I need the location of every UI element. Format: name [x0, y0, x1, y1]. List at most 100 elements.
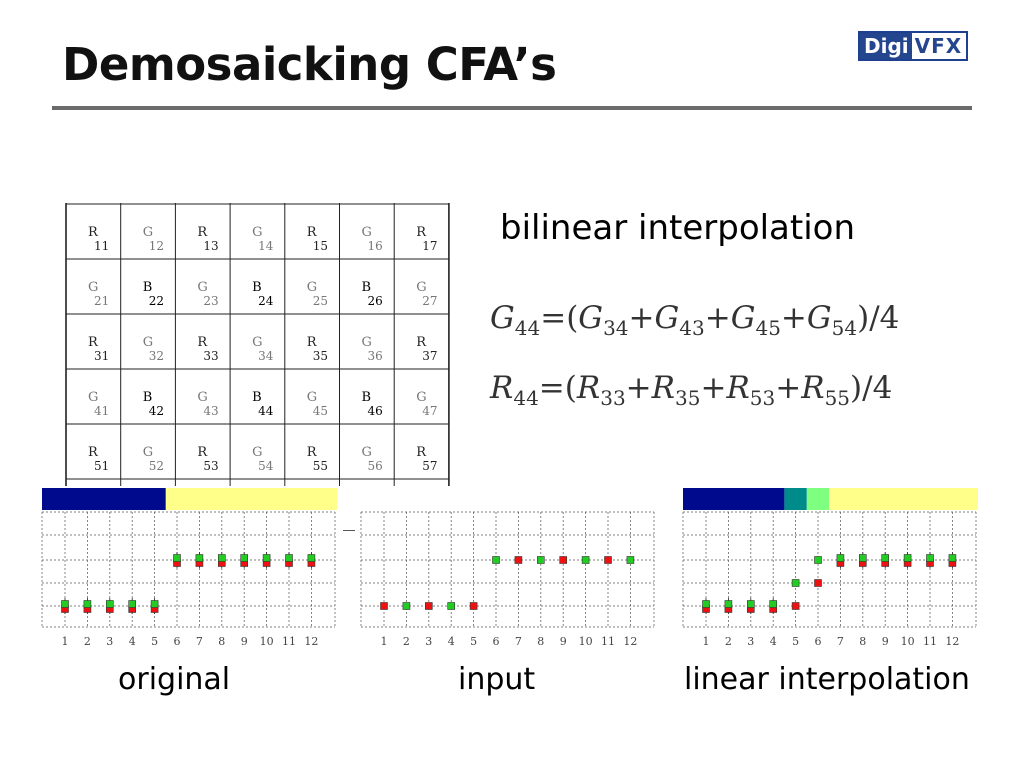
cfa-cell-11: R11	[88, 225, 109, 253]
x-tick-label: 4	[770, 635, 777, 648]
x-tick-label: 6	[493, 635, 500, 648]
x-tick-label: 1	[703, 635, 710, 648]
eq-term-sub: 55	[824, 386, 851, 410]
separator-dash	[343, 530, 355, 531]
cfa-cell-number: 22	[149, 294, 164, 308]
green-channel-point	[791, 579, 800, 587]
cfa-cell-35: R35	[307, 335, 328, 363]
x-tick-label: 10	[579, 635, 593, 648]
cfa-cell-number: 32	[149, 349, 164, 363]
cfa-cell-letter: G	[252, 225, 262, 240]
cfa-cell-55: R55	[307, 445, 328, 473]
green-channel-point	[262, 554, 271, 562]
eq-term: R	[726, 370, 750, 406]
green-channel-point	[814, 556, 822, 564]
x-tick-label: 10	[260, 635, 274, 648]
cfa-cell-letter: R	[307, 225, 318, 240]
green-channel-point	[402, 602, 411, 610]
eq-term: R	[801, 370, 825, 406]
x-tick-label: 9	[882, 635, 889, 648]
cfa-cell-letter: G	[252, 335, 262, 350]
cfa-cell-number: 23	[203, 294, 218, 308]
x-tick-label: 12	[623, 635, 637, 648]
green-channel-point	[61, 600, 69, 608]
cfa-cell-letter: B	[252, 390, 262, 405]
cfa-cell-letter: B	[143, 390, 153, 405]
cfa-cell-number: 43	[203, 404, 218, 418]
cfa-cell-number: 17	[422, 239, 437, 253]
cfa-cell-number: 44	[258, 404, 274, 418]
cfa-cell-number: 46	[368, 404, 383, 418]
green-channel-point	[724, 600, 733, 608]
cfa-cell-letter: R	[197, 225, 208, 240]
cfa-cell-21: G21	[88, 280, 109, 308]
green-channel-point	[702, 600, 710, 608]
cfa-cell-number: 26	[368, 294, 383, 308]
cfa-cell-number: 51	[94, 459, 109, 473]
red-channel-point	[425, 602, 433, 610]
cfa-cell-number: 45	[313, 404, 328, 418]
eq-term: G	[806, 300, 832, 336]
cfa-cell-53: R53	[197, 445, 218, 473]
cfa-cell-letter: G	[143, 225, 153, 240]
cfa-cell-letter: G	[416, 390, 426, 405]
cfa-cell-letter: R	[416, 335, 427, 350]
cfa-cell-letter: R	[197, 445, 208, 460]
eq-term-sub: 43	[679, 316, 705, 340]
cfa-cell-31: R31	[88, 335, 109, 363]
x-tick-label: 3	[747, 635, 754, 648]
green-channel-point	[240, 554, 248, 562]
cfa-cell-letter: G	[362, 335, 372, 350]
cfa-cell-16: G16	[362, 225, 383, 253]
cfa-cell-letter: B	[362, 280, 372, 295]
green-channel-point	[859, 554, 867, 562]
eq-lhs: G	[490, 300, 515, 336]
cfa-cell-letter: G	[197, 280, 207, 295]
x-tick-label: 10	[901, 635, 915, 648]
cfa-cell-number: 54	[258, 459, 274, 473]
cfa-cell-letter: G	[362, 225, 372, 240]
cfa-cell-letter: R	[307, 445, 318, 460]
green-channel-point	[926, 554, 934, 562]
x-tick-label: 5	[151, 635, 158, 648]
cfa-cell-number: 14	[258, 239, 274, 253]
green-channel-point	[903, 554, 912, 562]
green-channel-point	[836, 554, 845, 562]
cfa-cell-letter: G	[88, 280, 98, 295]
green-channel-point	[747, 600, 755, 608]
green-channel-point	[83, 600, 92, 608]
cfa-cell-52: G52	[143, 445, 164, 473]
x-tick-label: 9	[241, 635, 248, 648]
green-channel-point	[195, 554, 204, 562]
cfa-cell-letter: B	[362, 390, 372, 405]
cfa-cell-number: 41	[94, 404, 109, 418]
cfa-cell-14: G14	[252, 225, 274, 253]
x-tick-label: 5	[792, 635, 799, 648]
cfa-cell-44: B44	[252, 390, 274, 418]
x-tick-label: 12	[304, 635, 318, 648]
cfa-grid-background	[64, 203, 450, 486]
cfa-cell-number: 13	[203, 239, 218, 253]
cfa-cell-51: R51	[88, 445, 109, 473]
red-channel-point	[604, 556, 612, 564]
green-channel-point	[173, 554, 181, 562]
red-channel-point	[514, 556, 523, 564]
colorbar-segment	[165, 488, 337, 510]
cfa-cell-number: 31	[94, 349, 109, 363]
cfa-cell-letter: R	[88, 445, 99, 460]
cfa-cell-37: R37	[416, 335, 437, 363]
red-channel-point	[469, 602, 478, 610]
cfa-cell-letter: G	[143, 335, 153, 350]
green-channel-point	[626, 556, 635, 564]
green-channel-point	[285, 554, 293, 562]
eq-term: G	[578, 300, 604, 336]
eq-term-sub: 54	[831, 316, 858, 340]
caption-input: input	[458, 662, 536, 697]
cfa-cell-57: R57	[416, 445, 437, 473]
logo-part-digi: Digi	[860, 33, 912, 59]
